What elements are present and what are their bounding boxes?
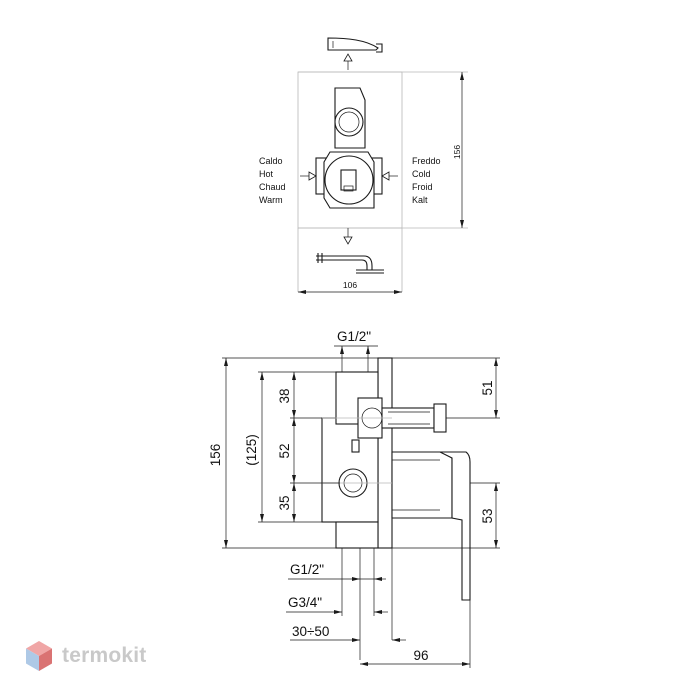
diverter-body [334,87,366,149]
cold-labels: Freddo Cold Froid Kalt [412,156,441,205]
dimension-106: 106 [298,280,402,294]
dimension-chain-left: 38 52 35 [277,372,296,522]
arrow-down-to-shower-icon [343,228,353,245]
cold-label-0: Freddo [412,156,441,166]
dim-125-label: (125) [244,434,259,466]
dimension-156-top: 156 [452,72,464,228]
dimension-156-side: 156 [208,358,228,548]
indicator-mark [351,439,360,453]
lower-connection [335,521,379,549]
wall-range-callout: 30÷50 [290,624,406,642]
dim-35-label: 35 [277,495,292,510]
cold-label-2: Froid [412,182,433,192]
wall-range-label: 30÷50 [292,624,329,639]
cold-label-1: Cold [412,169,431,179]
dim-51-label: 51 [480,380,495,395]
hot-inflow-arrow-icon [300,171,317,181]
dimension-96: 96 [360,648,470,666]
thread-g12-label: G1/2" [290,562,324,577]
hot-label-1: Hot [259,169,274,179]
mixer-lever-handle [391,451,471,601]
hot-labels: Caldo Hot Chaud Warm [259,156,286,205]
thread-g34-label: G3/4" [288,595,322,610]
shower-head-icon [316,253,384,274]
cold-inflow-arrow-icon [381,171,398,181]
dim-53-label: 53 [480,508,495,523]
mixer-body [315,151,383,209]
arrow-up-to-spout-icon [343,53,353,70]
termokit-watermark: termokit [24,636,146,676]
cold-label-3: Kalt [412,195,428,205]
hot-label-0: Caldo [259,156,283,166]
dimension-125: (125) [244,372,264,522]
dim-156-top-label: 156 [452,145,462,159]
dimension-53: 53 [480,483,498,548]
thread-g12-callout: G1/2" [288,562,386,581]
dim-156-side-label: 156 [208,444,223,467]
dim-38-label: 38 [277,388,292,403]
top-thread-label: G1/2" [337,329,371,344]
dim-106-label: 106 [343,280,357,290]
dim-52-label: 52 [277,443,292,458]
top-view: Caldo Hot Chaud Warm Freddo Cold Froid K… [259,37,468,294]
hot-label-3: Warm [259,195,283,205]
cover-plate [377,357,393,549]
thread-g34-callout: G3/4" [286,595,388,614]
watermark-brand-text: termokit [62,644,147,667]
dimension-51: 51 [480,358,498,418]
dim-96-label: 96 [413,648,428,663]
termokit-logo-icon [26,641,52,671]
side-view: G1/2" 156 (125) [208,329,500,668]
top-thread-callout: G1/2" [334,329,378,372]
hot-label-2: Chaud [259,182,286,192]
spout-outlet-icon [327,37,383,53]
